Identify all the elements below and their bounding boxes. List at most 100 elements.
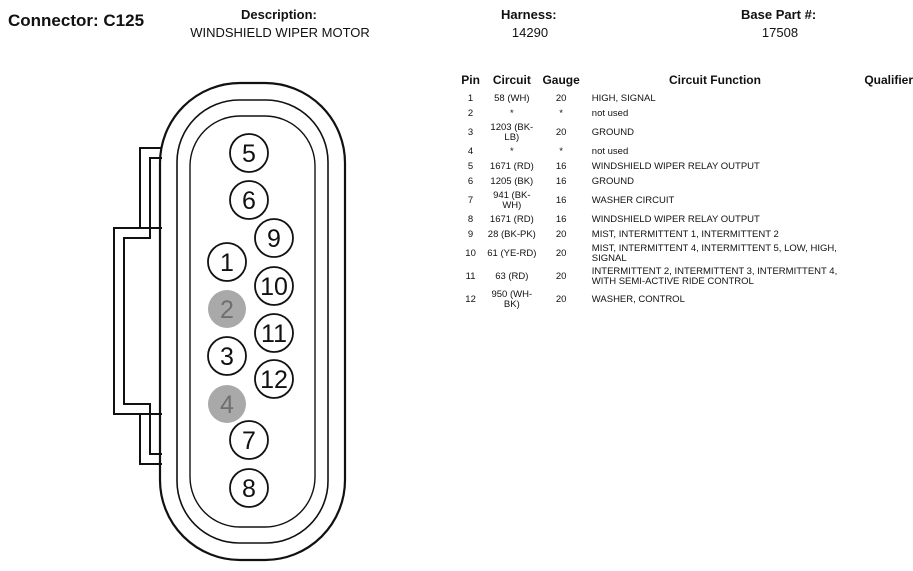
pin-circle-12 (254, 359, 294, 399)
table-row: 2 * * not used (454, 106, 913, 121)
pin-circle-3 (207, 336, 247, 376)
pin-cell: 9 (467, 228, 474, 240)
pin-cell: 8 (467, 213, 474, 225)
pin-label-3: 3 (220, 343, 234, 371)
pin-label-8: 8 (242, 475, 256, 503)
circuit-cell: 1671 (RD) (489, 213, 534, 225)
gauge-cell: 20 (555, 92, 567, 104)
pin-circle-9 (254, 218, 294, 258)
pin-cell: 2 (467, 107, 474, 119)
qualifier-cell (844, 91, 913, 106)
function-cell: WINDSHIELD WIPER RELAY OUTPUT (591, 213, 760, 225)
col-circuit-header: Circuit (492, 73, 531, 87)
pin-cell: 11 (465, 270, 476, 282)
pin-label-4: 4 (220, 391, 234, 419)
connector-title: Connector: C125 (8, 11, 145, 30)
pin-circle-11 (254, 313, 294, 353)
description-label: Description: (241, 7, 317, 22)
col-function-header: Circuit Function (668, 73, 761, 87)
pin-cell: 12 (465, 293, 476, 305)
gauge-cell: 20 (555, 270, 567, 282)
harness-value: 14290 (511, 25, 549, 40)
qualifier-cell (844, 121, 913, 144)
table-row: 3 1203 (BK-LB) 20 GROUND (454, 121, 913, 144)
pin-circle-1 (207, 242, 247, 282)
qualifier-cell (844, 144, 913, 159)
function-cell: WINDSHIELD WIPER RELAY OUTPUT (591, 160, 760, 172)
table-row: 1 58 (WH) 20 HIGH, SIGNAL (454, 91, 913, 106)
pin-circle-5 (229, 133, 269, 173)
pin-circle-8 (229, 468, 269, 508)
gauge-cell: 16 (555, 194, 567, 206)
qualifier-cell (844, 288, 913, 311)
pin-label-10: 10 (260, 273, 288, 301)
pin-table-header: Pin Circuit Gauge Circuit Function Quali… (454, 73, 913, 91)
qualifier-cell (844, 227, 913, 242)
gauge-cell: 16 (555, 160, 567, 172)
col-qualifier-header: Qualifier (864, 73, 913, 87)
harness-label: Harness: (501, 7, 557, 22)
circuit-cell: 1203 (BK-LB) (490, 121, 534, 143)
function-cell: GROUND (591, 126, 635, 138)
table-row: 11 63 (RD) 20 INTERMITTENT 2, INTERMITTENT … (454, 265, 913, 288)
pin-circle-6 (229, 180, 269, 220)
col-pin-header: Pin (461, 73, 480, 87)
function-cell: INTERMITTENT 2, INTERMITTENT 3, INTERMIT… (591, 265, 838, 287)
pin-table: Pin Circuit Gauge Circuit Function Quali… (454, 73, 913, 311)
pin-circle-4 (208, 385, 246, 423)
gauge-cell: 20 (555, 228, 567, 240)
circuit-cell: * (509, 107, 514, 119)
pin-cell: 6 (467, 175, 474, 187)
qualifier-cell (844, 189, 913, 212)
pin-circle-10 (254, 266, 294, 306)
pin-label-6: 6 (242, 187, 256, 215)
circuit-cell: * (509, 145, 514, 157)
table-row: 4 * * not used (454, 144, 913, 159)
circuit-cell: 63 (RD) (495, 270, 529, 282)
function-cell: not used (591, 107, 629, 119)
circuit-cell: 61 (YE-RD) (487, 247, 537, 259)
function-cell: MIST, INTERMITTENT 4, INTERMITTENT 5, LO… (591, 242, 837, 264)
gauge-cell: 16 (555, 213, 567, 225)
function-cell: WASHER CIRCUIT (591, 194, 675, 206)
gauge-cell: 20 (555, 293, 567, 305)
pin-cell: 5 (467, 160, 474, 172)
pin-cell: 7 (467, 194, 474, 206)
connector-latch-inner (123, 157, 162, 455)
pin-label-1: 1 (220, 249, 234, 277)
gauge-cell: * (559, 145, 563, 157)
circuit-cell: 28 (BK-PK) (487, 228, 536, 240)
qualifier-cell (844, 265, 913, 288)
pin-cell: 4 (467, 145, 474, 157)
pin-cell: 1 (467, 92, 474, 104)
circuit-cell: 950 (WH-BK) (491, 288, 533, 310)
pin-label-5: 5 (242, 140, 256, 168)
table-row: 12 950 (WH-BK) 20 WASHER, CONTROL (454, 288, 913, 311)
function-cell: HIGH, SIGNAL (591, 92, 656, 104)
gauge-cell: 16 (555, 175, 567, 187)
connector-shell-outer (158, 81, 347, 562)
pin-label-2: 2 (220, 296, 234, 324)
pin-label-12: 12 (260, 366, 288, 394)
base-part-label: Base Part #: (741, 7, 817, 22)
pin-cell: 10 (465, 247, 476, 259)
function-cell: WASHER, CONTROL (591, 293, 685, 305)
circuit-cell: 941 (BK-WH) (493, 189, 531, 211)
table-row: 8 1671 (RD) 16 WINDSHIELD WIPER RELAY OUTPU… (454, 212, 913, 227)
connector-shell-mid (176, 99, 329, 544)
gauge-cell: 20 (555, 126, 567, 138)
pin-circle-7 (229, 420, 269, 460)
gauge-cell: * (559, 107, 563, 119)
pin-circle-2 (208, 290, 246, 328)
pin-cell: 3 (467, 126, 474, 138)
function-cell: not used (591, 145, 629, 157)
pin-label-9: 9 (267, 225, 281, 253)
qualifier-cell (844, 242, 913, 265)
circuit-cell: 58 (WH) (494, 92, 530, 104)
qualifier-cell (844, 212, 913, 227)
